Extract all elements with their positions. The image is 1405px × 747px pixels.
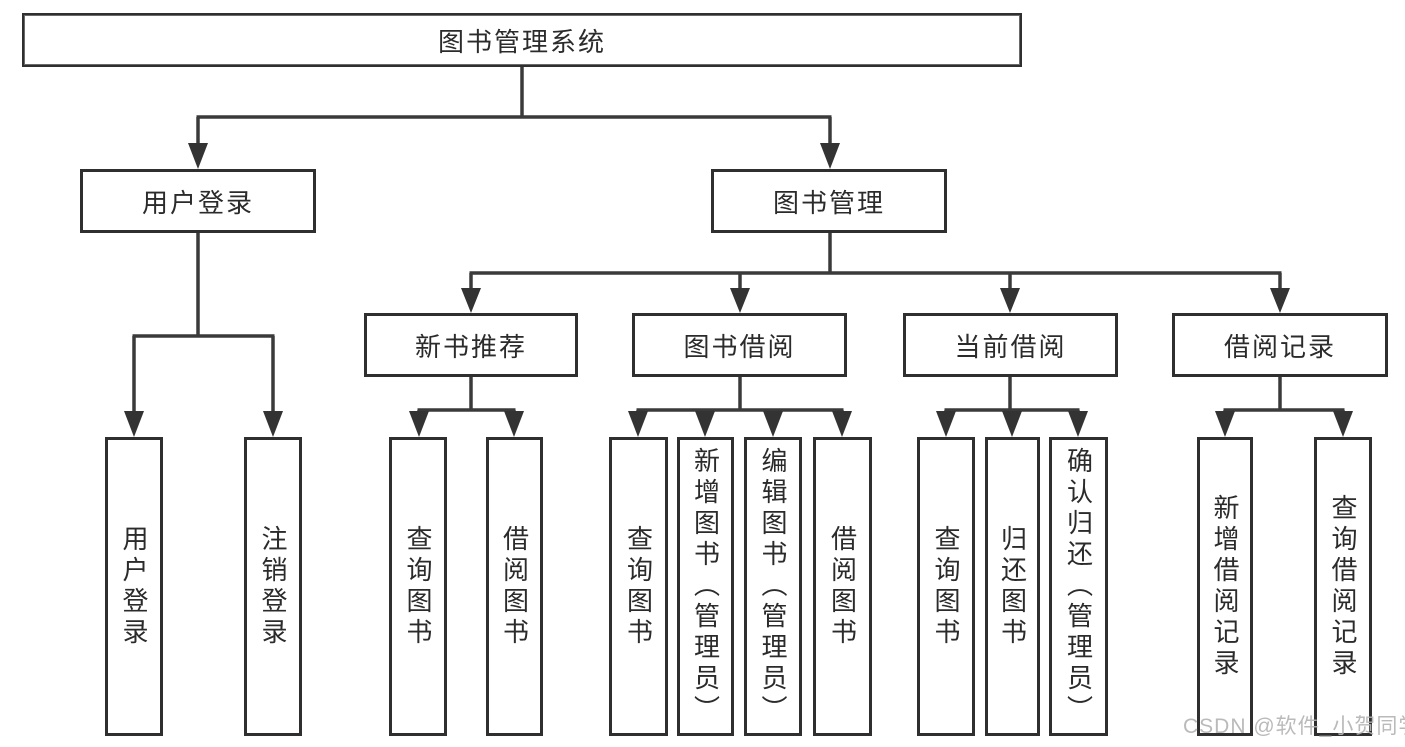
- node-add-books-admin: 新增图书（管理员）: [677, 437, 734, 736]
- connector-book-management: [461, 233, 1290, 313]
- node-label: 图书管理系统: [437, 26, 606, 57]
- node-label: 查询借阅记录: [1328, 493, 1358, 680]
- connector-new-book-recommend: [409, 377, 524, 437]
- arrowhead: [820, 143, 840, 169]
- node-label: 借阅图书: [499, 524, 530, 649]
- arrowhead: [1002, 411, 1022, 437]
- node-label: 新增图书（管理员）: [690, 447, 721, 726]
- connector-book-borrowing: [628, 377, 852, 437]
- arrowhead: [695, 411, 715, 437]
- arrowhead: [461, 288, 481, 313]
- arrowhead: [1270, 288, 1290, 313]
- node-label: 当前借阅: [954, 331, 1067, 362]
- arrowhead: [763, 411, 783, 437]
- node-logout: 注销登录: [244, 437, 302, 736]
- node-label: 归还图书: [997, 524, 1028, 649]
- arrowhead: [628, 411, 648, 437]
- node-root-system: 图书管理系统: [22, 13, 1022, 67]
- connector-borrowing-records: [1215, 377, 1353, 437]
- node-query-books-borrowing: 查询图书: [609, 437, 668, 736]
- arrowhead: [1215, 411, 1235, 437]
- node-label: 新书推荐: [414, 331, 527, 362]
- node-current-borrowing: 当前借阅: [903, 313, 1118, 377]
- node-label: 用户登录: [119, 524, 149, 649]
- node-user-login: 用户登录: [80, 169, 316, 233]
- node-query-books-current: 查询图书: [917, 437, 975, 736]
- node-label: 图书借阅: [683, 331, 796, 362]
- node-book-management: 图书管理: [711, 169, 947, 233]
- arrowhead: [832, 411, 852, 437]
- arrowhead: [263, 411, 283, 437]
- connector-current-borrowing: [936, 377, 1088, 437]
- node-label: 用户登录: [141, 187, 254, 218]
- node-label: 注销登录: [258, 524, 288, 649]
- node-user-login-leaf: 用户登录: [105, 437, 163, 736]
- node-borrowing-records: 借阅记录: [1172, 313, 1388, 377]
- node-borrow-books-recommend: 借阅图书: [486, 437, 543, 736]
- arrowhead: [1333, 411, 1353, 437]
- node-add-borrowing-record: 新增借阅记录: [1197, 437, 1253, 736]
- node-return-books: 归还图书: [985, 437, 1040, 736]
- node-label: 新增借阅记录: [1210, 493, 1240, 680]
- node-label: 图书管理: [772, 187, 885, 218]
- arrowhead: [124, 411, 144, 437]
- node-label: 查询图书: [623, 524, 654, 649]
- arrowhead: [730, 288, 750, 313]
- arrowhead: [936, 411, 956, 437]
- arrowhead: [1000, 288, 1020, 313]
- arrowhead: [188, 143, 208, 169]
- arrowhead: [1068, 411, 1088, 437]
- connector-root: [188, 67, 840, 169]
- node-label: 借阅记录: [1223, 331, 1336, 362]
- node-label: 查询图书: [403, 524, 433, 649]
- node-label: 查询图书: [931, 524, 961, 649]
- node-confirm-return-admin: 确认归还（管理员）: [1049, 437, 1108, 736]
- node-query-borrowing-record: 查询借阅记录: [1314, 437, 1372, 736]
- arrowhead: [504, 411, 524, 437]
- arrowhead: [409, 411, 429, 437]
- node-label: 编辑图书（管理员）: [758, 447, 788, 726]
- node-book-borrowing: 图书借阅: [632, 313, 847, 377]
- node-borrow-books-leaf: 借阅图书: [813, 437, 872, 736]
- node-label: 确认归还（管理员）: [1063, 447, 1094, 726]
- node-new-book-recommend: 新书推荐: [364, 313, 578, 377]
- node-edit-books-admin: 编辑图书（管理员）: [744, 437, 802, 736]
- csdn-watermark: CSDN @软件_小贺同学: [1183, 715, 1405, 738]
- connector-user-login: [124, 233, 283, 437]
- node-query-books-recommend: 查询图书: [389, 437, 447, 736]
- node-label: 借阅图书: [827, 524, 858, 649]
